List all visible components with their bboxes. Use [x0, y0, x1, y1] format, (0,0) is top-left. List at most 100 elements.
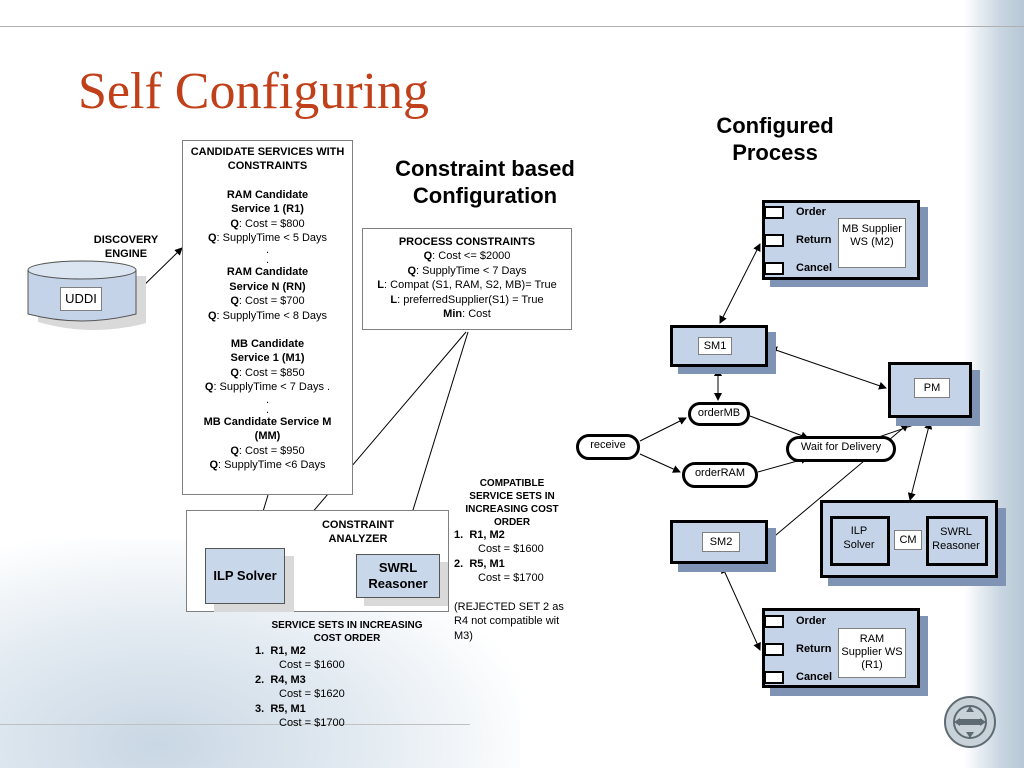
q-key: Q [230, 295, 239, 308]
service-set-cost: Cost = $1700 [279, 717, 345, 730]
set-number: 2. [454, 557, 464, 570]
mb1-supply-value: : SupplyTime < 7 Days . [213, 381, 331, 394]
compatible-set-cost: Cost = $1700 [478, 572, 544, 585]
order-ram-activity: orderRAM [682, 462, 758, 488]
process-constraints-heading: PROCESS CONSTRAINTS [398, 236, 536, 248]
ellipsis-dot: . [265, 254, 270, 267]
rejected-note: (REJECTED SET 2 as R4 not compatible wit… [454, 601, 564, 642]
mbm-cost: Q: Cost = $950 [183, 444, 352, 458]
service-sets-heading: SERVICE SETS IN INCREASING COST ORDER [271, 620, 423, 644]
cm-swrl-label: SWRL Reasoner [932, 526, 980, 552]
ram1-cost: Q: Cost = $800 [183, 217, 352, 231]
configured-process-heading: Configured Process [716, 113, 834, 165]
mb1-cost: Q: Cost = $850 [183, 366, 352, 380]
compatible-set-item: 2. R5, M1 [454, 557, 574, 571]
set-pair: R4, M3 [270, 673, 306, 686]
ramn-cost: Q: Cost = $700 [183, 294, 352, 308]
ram-supplier-name: RAM Supplier WS (R1) [838, 628, 906, 678]
mbm-cost-value: : Cost = $950 [238, 444, 305, 457]
ordermb-to-wait-arrow [749, 415, 809, 440]
constraint-value: : Compat (S1, RAM, S2, MB)= True [384, 279, 557, 292]
cm-label: CM [894, 530, 922, 550]
process-constraints-box: PROCESS CONSTRAINTS Q: Cost <= $2000 Q: … [362, 228, 572, 330]
cm-ilp-label: ILP Solver [843, 525, 875, 551]
constraint-line: Min: Cost [363, 307, 571, 321]
cancel-port-icon [764, 262, 784, 275]
ellipsis-dot: . [265, 393, 270, 406]
constraint-line: L: preferredSupplier(S1) = True [363, 293, 571, 307]
return-port-icon [764, 643, 784, 656]
q-key: Q [230, 217, 239, 230]
constraint-key: Min [443, 308, 463, 321]
compatible-set-item: 1. R1, M2 [454, 528, 574, 542]
constraint-config-heading: Constraint based Configuration [395, 156, 575, 208]
set-pair: R1, M2 [469, 529, 505, 541]
mbm-title: MB Candidate Service M (MM) [203, 415, 332, 443]
constraint-line: Q: SupplyTime < 7 Days [363, 264, 571, 278]
candidates-heading: CANDIDATE SERVICES WITH CONSTRAINTS [190, 146, 345, 173]
ram-order-label: Order [796, 615, 826, 627]
swrl-reasoner-node: SWRL Reasoner [356, 554, 440, 598]
set-pair: R1, M2 [270, 645, 306, 657]
lsdis-logo-icon [944, 696, 996, 748]
sm2-to-ram-arrow [721, 565, 761, 651]
q-key: Q [230, 444, 239, 457]
constraint-line: L: Compat (S1, RAM, S2, MB)= True [363, 278, 571, 292]
service-sets-list: 1. R1, M2 Cost = $1600 2. R4, M3 Cost = … [255, 644, 385, 730]
q-key: Q [230, 366, 239, 379]
pm-label: PM [914, 378, 950, 398]
bottom-rule [0, 724, 470, 725]
set-number: 3. [255, 702, 265, 715]
order-port-icon [764, 206, 784, 219]
ellipsis-dot: . [265, 403, 270, 416]
ramn-supply-value: : SupplyTime < 8 Days [216, 309, 328, 322]
ramn-title: RAM Candidate Service N (RN) [226, 266, 309, 293]
compatible-set-cost: Cost = $1600 [478, 543, 544, 556]
return-port-icon [764, 234, 784, 247]
constraint-key: L [390, 293, 398, 306]
pm-to-cm-arrow [907, 421, 933, 501]
ramn-cost-value: : Cost = $700 [238, 295, 305, 308]
mb1-cost-value: : Cost = $850 [238, 366, 305, 379]
slide-title: Self Configuring [78, 63, 429, 120]
ram1-supply-value: : SupplyTime < 5 Days [216, 232, 328, 245]
uddi-label: UDDI [60, 287, 102, 311]
candidate-services-box: CANDIDATE SERVICES WITH CONSTRAINTS RAM … [182, 140, 353, 495]
ramn-supply: Q: SupplyTime < 8 Days [183, 309, 352, 323]
top-rule [0, 26, 1024, 27]
service-set-item: 1. R1, M2 [255, 644, 385, 658]
mb-supplier-name: MB Supplier WS (M2) [838, 218, 906, 268]
ram1-title: RAM Candidate Service 1 (R1) [226, 188, 309, 216]
constraint-value: : preferredSupplier(S1) = True [397, 293, 544, 306]
compatible-sets-heading: COMPATIBLE SERVICE SETS IN INCREASING CO… [465, 478, 559, 528]
constraint-value: : Cost [462, 308, 491, 321]
cm-swrl-node [926, 516, 988, 566]
mb1-title: MB Candidate Service 1 (M1) [230, 338, 305, 365]
q-key: Q [204, 381, 214, 394]
constraint-value: : SupplyTime < 7 Days [416, 264, 527, 277]
ram1-supply: Q: SupplyTime < 5 Days [183, 231, 352, 245]
constraint-analyzer-label: CONSTRAINT ANALYZER [321, 519, 395, 546]
mb-order-label: Order [796, 206, 826, 218]
cm-ilp-node [830, 516, 890, 566]
set-number: 2. [255, 673, 265, 686]
constraint-key: Q [407, 264, 416, 277]
constraint-line: Q: Cost <= $2000 [363, 249, 571, 263]
mb-return-label: Return [796, 234, 832, 246]
mb1-supply: Q: SupplyTime < 7 Days . [183, 380, 352, 394]
wait-for-delivery-activity: Wait for Delivery [786, 436, 896, 462]
q-key: Q [209, 458, 219, 471]
mb-cancel-label: Cancel [796, 262, 833, 274]
cancel-port-icon [764, 671, 784, 684]
order-mb-activity: orderMB [688, 402, 750, 426]
mbm-supply-value: : SupplyTime <6 Days [218, 458, 326, 471]
constraint-key: L [377, 279, 385, 292]
service-set-item: 2. R4, M3 [255, 673, 385, 687]
receive-to-ordermb-arrow [639, 417, 687, 442]
service-set-cost: Cost = $1600 [279, 659, 345, 672]
ilp-solver-node: ILP Solver [205, 548, 285, 604]
mbm-supply: Q: SupplyTime <6 Days [183, 458, 352, 472]
set-pair: R5, M1 [469, 557, 505, 570]
ellipsis-dot: . [265, 244, 270, 257]
sm2-label: SM2 [702, 532, 740, 552]
